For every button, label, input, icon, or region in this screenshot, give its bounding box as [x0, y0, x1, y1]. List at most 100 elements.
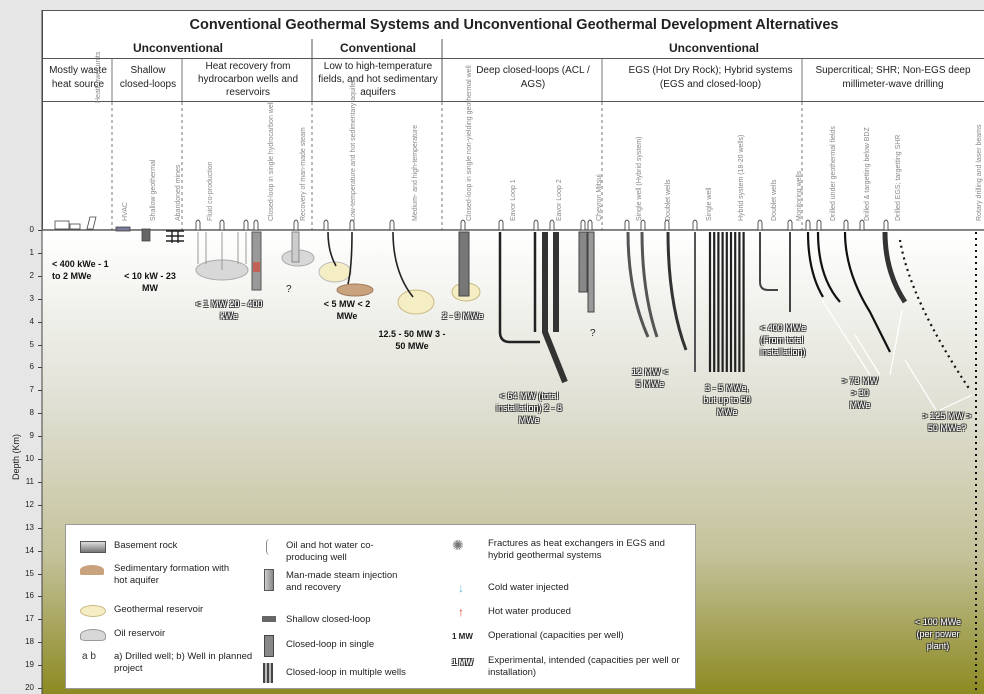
depth-tick-mark [38, 481, 42, 483]
depth-tick-mark [38, 321, 42, 323]
wellhead [253, 219, 259, 231]
wellhead [624, 219, 630, 231]
wellhead [219, 219, 225, 231]
capacity-egs-single: 12 MW < 5 MWe [631, 367, 669, 389]
basement-rock-swatch [80, 541, 106, 553]
depth-tick-mark [38, 275, 42, 277]
oil-swatch [80, 629, 106, 641]
category-label: Mostly waste heat source [49, 65, 107, 90]
depth-tick: 17 [25, 614, 34, 624]
group-row: Unconventional Conventional Unconvention… [42, 39, 984, 59]
depth-tick-mark [38, 665, 42, 667]
depth-tick: 8 [29, 408, 34, 418]
wellhead [323, 219, 329, 231]
depth-tick: 13 [25, 522, 34, 532]
multi-loop-icon [263, 663, 273, 683]
legend-item: Man-made steam injection and recovery [286, 570, 398, 593]
legend-item: Oil reservoir [114, 628, 166, 639]
legend-item: Shallow closed-loop [286, 614, 371, 625]
well-icon: a b [82, 651, 96, 662]
wellhead [293, 219, 299, 231]
wellhead [664, 219, 670, 231]
depth-tick: 5 [29, 339, 34, 349]
wellhead [498, 219, 504, 231]
cold-arrow-icon: ↓ [458, 581, 464, 595]
legend-item: Closed-loop in single [286, 639, 375, 650]
legend-item: Experimental, intended (capacities per w… [488, 655, 680, 678]
depth-tick-mark [38, 252, 42, 254]
wellhead [580, 219, 586, 231]
category-label: Heat recovery from hydrocarbon wells and… [197, 61, 299, 98]
depth-tick: 14 [25, 545, 34, 555]
group-label: Unconventional [132, 41, 223, 55]
depth-tick: 6 [29, 362, 34, 372]
depth-tick-mark [38, 573, 42, 575]
depth-tick: 19 [25, 660, 34, 670]
wellhead [587, 219, 593, 231]
depth-tick: 15 [25, 568, 34, 578]
legend-item: a) Drilled well; b) Well in planned proj… [114, 651, 253, 674]
depth-tick: 0 [29, 225, 34, 234]
wellhead [533, 219, 539, 231]
depth-tick-mark [38, 344, 42, 346]
capacity-deep-single: 2 - 9 MWe [442, 311, 484, 321]
wellhead [859, 219, 865, 231]
depth-tick-mark [38, 527, 42, 529]
wellhead [549, 219, 555, 231]
depth-tick-mark [38, 688, 42, 689]
experimental-tag: 1 MW [452, 658, 473, 667]
capacity-millimeter-wave: < 100 MWe (per power plant) [914, 617, 962, 651]
depth-tick: 1 [29, 247, 34, 257]
wellhead [349, 219, 355, 231]
oil-well-icon [266, 539, 271, 555]
group-label: Conventional [339, 41, 416, 55]
wellhead [883, 219, 889, 231]
group-label: Unconventional [668, 41, 759, 55]
depth-tick-mark [38, 436, 42, 438]
question-mark: ? [590, 328, 596, 339]
title-row: Conventional Geothermal Systems and Unco… [42, 10, 984, 40]
depth-tick-mark [38, 230, 42, 231]
wellhead [843, 219, 849, 231]
depth-tick-mark [38, 504, 42, 506]
category-label: Shallow closed-loops [119, 65, 177, 90]
depth-tick: 20 [25, 683, 34, 692]
hot-arrow-icon: ↑ [458, 605, 464, 619]
legend-item: Closed-loop in multiple wells [286, 667, 406, 678]
category-row: Mostly waste heat source Shallow closed-… [42, 59, 984, 102]
depth-tick: 11 [25, 476, 34, 486]
column-row [42, 102, 984, 229]
wellhead [640, 219, 646, 231]
category-label: Supercritical; SHR; Non-EGS deep millime… [815, 65, 971, 90]
depth-tick: 9 [29, 431, 34, 441]
category-label: Low to high-temperature fields, and hot … [318, 61, 438, 98]
depth-tick-mark [38, 550, 42, 552]
depth-tick: 4 [29, 316, 34, 326]
wellhead [692, 219, 698, 231]
wellhead [757, 219, 763, 231]
capacity-shallow: < 10 kW - 23 MW [124, 271, 176, 293]
legend: Basement rock Sedimentary formation with… [65, 524, 696, 689]
fracture-icon: ✺ [452, 537, 464, 553]
steam-well-icon [264, 569, 274, 591]
depth-tick: 10 [25, 454, 34, 463]
wellhead [787, 219, 793, 231]
legend-item: Geothermal reservoir [114, 604, 204, 615]
wellhead [816, 219, 822, 231]
depth-tick-mark [38, 298, 42, 300]
depth-tick: 18 [25, 637, 34, 647]
operational-tag: 1 MW [452, 632, 473, 641]
depth-tick-mark [38, 642, 42, 644]
depth-tick: 2 [29, 270, 34, 280]
legend-item: Oil and hot water co-producing well [286, 540, 374, 563]
legend-item: Operational (capacities per well) [488, 630, 624, 641]
legend-item: Fractures as heat exchangers in EGS and … [488, 538, 665, 561]
depth-tick-mark [38, 413, 42, 415]
question-mark: ? [286, 284, 292, 295]
depth-tick-mark [38, 367, 42, 369]
depth-tick-mark [38, 459, 42, 460]
wellhead [389, 219, 395, 231]
wellhead [243, 219, 249, 231]
legend-item: Hot water produced [488, 606, 571, 617]
